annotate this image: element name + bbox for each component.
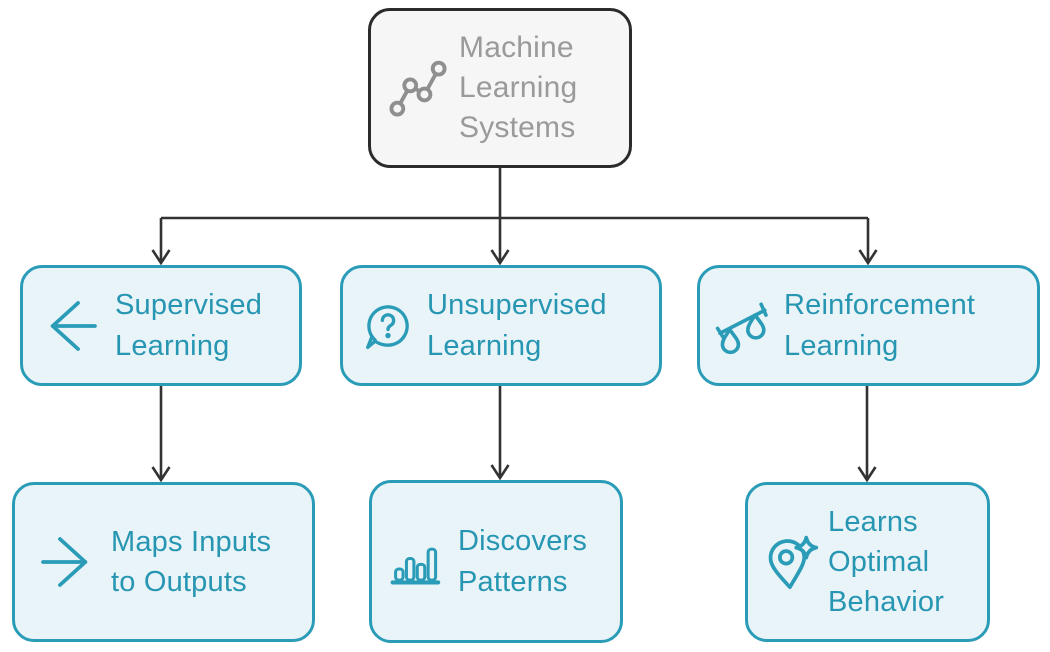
balance-scale-icon (714, 297, 772, 355)
question-bubble-icon (361, 299, 415, 353)
node-label: Reinforcement Learning (784, 289, 976, 362)
node-label: Discovers Patterns (458, 525, 588, 598)
node-unsupervised-learning: Unsupervised Learning (340, 265, 662, 386)
node-label: Unsupervised Learning (427, 289, 607, 362)
node-reinforcement-learning: Reinforcement Learning (697, 265, 1040, 386)
arrow-right-icon (37, 533, 95, 591)
node-learns-optimal-behavior: Learns Optimal Behavior (745, 482, 990, 642)
node-label: Learns Optimal Behavior (828, 505, 945, 618)
arrow-left-icon (43, 297, 101, 355)
node-machine-learning-systems: Machine Learning Systems (368, 8, 632, 168)
location-sparkle-icon (760, 532, 820, 592)
bar-chart-icon (388, 534, 444, 590)
node-label: Maps Inputs to Outputs (111, 525, 272, 598)
node-discovers-patterns: Discovers Patterns (369, 480, 623, 643)
node-supervised-learning: Supervised Learning (20, 265, 302, 386)
node-label: Machine Learning Systems (459, 31, 578, 144)
node-label: Supervised Learning (115, 289, 263, 362)
node-maps-inputs-to-outputs: Maps Inputs to Outputs (12, 482, 315, 642)
trend-graph-icon (387, 57, 449, 119)
